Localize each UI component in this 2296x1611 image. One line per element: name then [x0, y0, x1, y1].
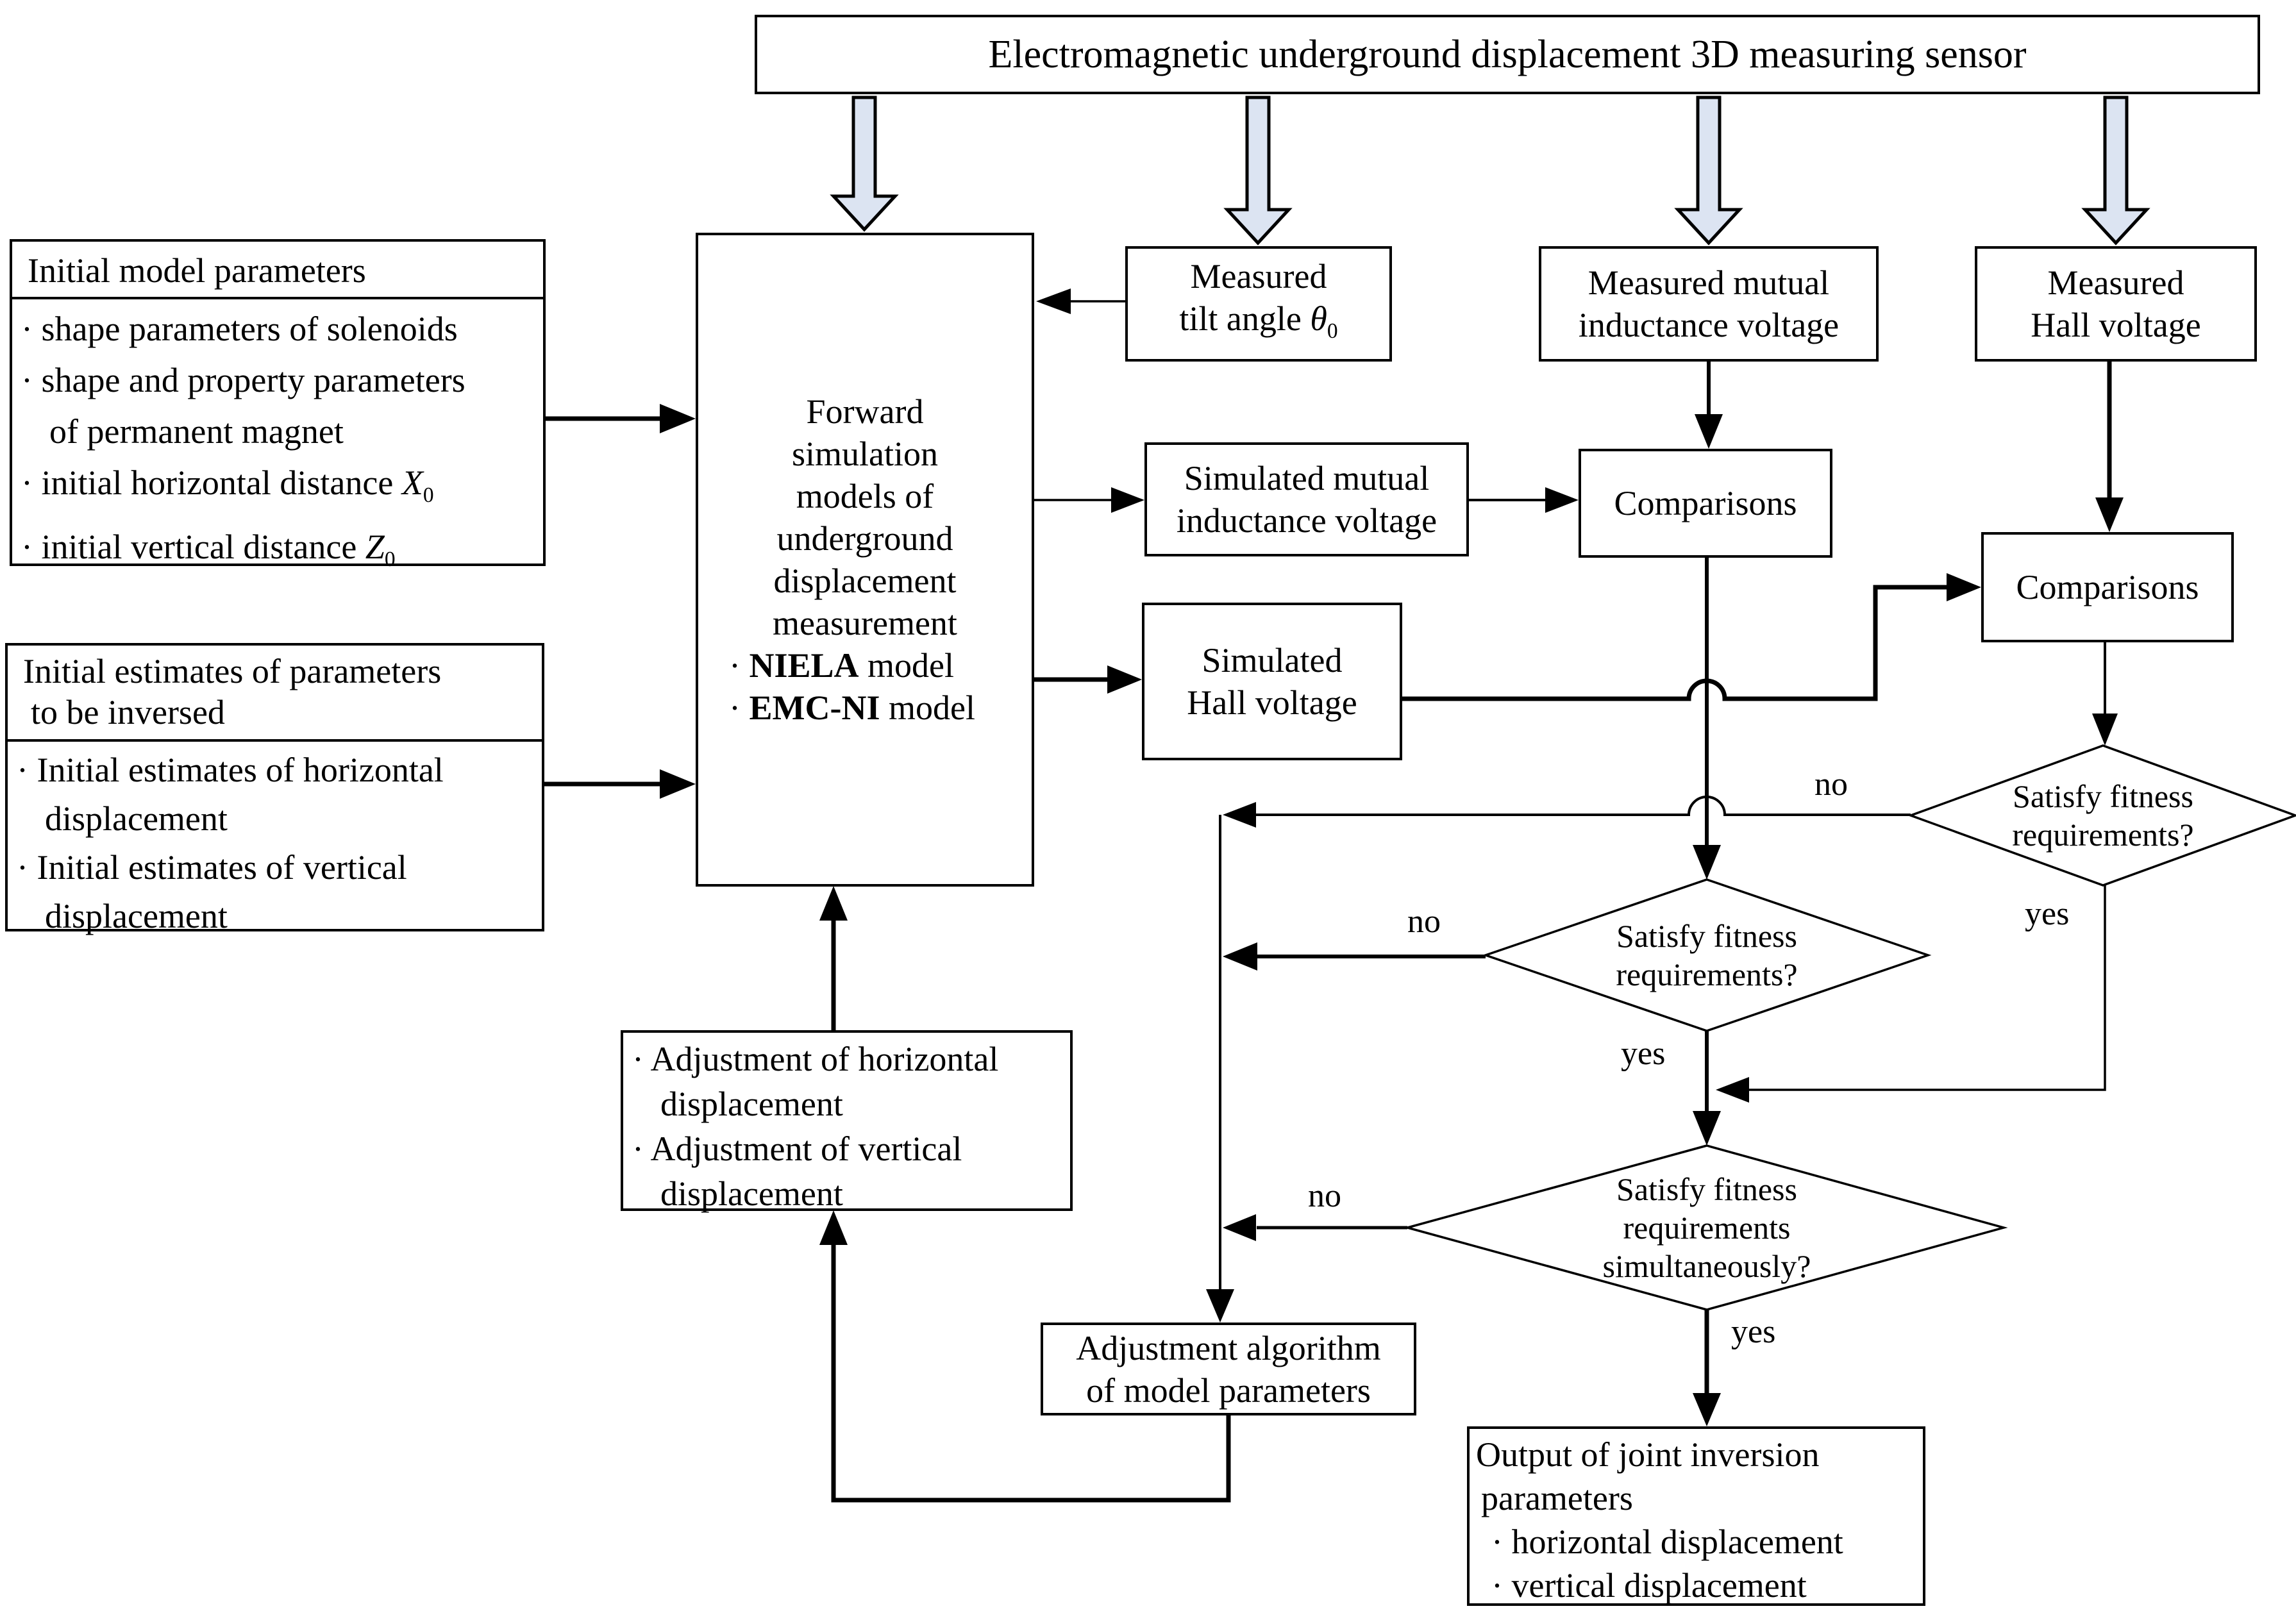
block-arrow-to-measured-hall: [2081, 96, 2150, 246]
model-list-item: · NIELA model: [729, 646, 955, 685]
list-item: · vertical displacement: [1491, 1566, 1807, 1605]
label-no-middle: no: [1407, 903, 1441, 940]
simulated-hall-box: Simulated Hall voltage: [1142, 603, 1402, 760]
list-item: · horizontal displacement: [1491, 1523, 1843, 1561]
comparisons-box-hall: Comparisons: [1981, 532, 2234, 642]
label-no-bottom: no: [1308, 1178, 1341, 1214]
label-yes-right: yes: [2025, 896, 2070, 932]
list-item-continuation: displacement: [660, 1174, 843, 1213]
banner-flow-arrows: [830, 96, 2150, 246]
measured-tilt-box: Measured tilt angle θ0: [1125, 246, 1392, 362]
connectors: [544, 300, 2112, 1503]
list-item: · Adjustment of horizontal: [632, 1040, 999, 1078]
initial-estimates-title: Initial estimates of parameters to be in…: [8, 646, 542, 742]
initial-model-parameters-box: Initial model parameters · shape paramet…: [10, 239, 546, 571]
output-box: Output of joint inversion parameters · h…: [1467, 1426, 1925, 1606]
decision-diamonds: [1403, 744, 2296, 1311]
block-arrow-to-measured-mutual: [1674, 96, 1743, 246]
label-yes-bottom: yes: [1731, 1314, 1776, 1350]
block-arrow-to-forward-model: [830, 96, 899, 232]
list-item: · Initial estimates of horizontal: [17, 751, 444, 789]
list-item: · Adjustment of vertical: [632, 1130, 962, 1168]
list-item: · initial vertical distance Z0: [21, 527, 396, 571]
decision-bottom-text: Satisfy fitness requirements simultaneou…: [1602, 1171, 1811, 1284]
decision-diamond-bottom-shape: [1403, 1144, 2008, 1311]
list-item: · shape parameters of solenoids: [21, 310, 458, 348]
label-yes-middle: yes: [1621, 1035, 1666, 1072]
list-item-continuation: displacement: [660, 1085, 843, 1123]
list-item: · initial horizontal distance X0: [21, 463, 434, 507]
list-item: · Initial estimates of vertical: [17, 848, 407, 887]
measured-hall-box: Measured Hall voltage: [1975, 246, 2257, 362]
adjustment-algorithm-box: Adjustment algorithm of model parameters: [1041, 1323, 1416, 1415]
simulated-mutual-box: Simulated mutual inductance voltage: [1144, 442, 1469, 556]
label-no-right: no: [1814, 766, 1848, 803]
list-item: · shape and property parameters: [21, 361, 465, 399]
decision-diamond-right-shape: [1907, 744, 2296, 887]
initial-estimates-box: Initial estimates of parameters to be in…: [5, 643, 544, 935]
decision-diamond-middle-shape: [1482, 878, 1932, 1032]
initial-estimates-list: · Initial estimates of horizontal displa…: [8, 742, 542, 940]
model-list-item: · EMC-NI model: [729, 689, 975, 727]
arrowheads: [660, 288, 2124, 1426]
adjustment-displacement-box: · Adjustment of horizontal displacement …: [621, 1030, 1073, 1213]
block-arrow-to-measured-tilt: [1223, 96, 1293, 246]
banner-box: Electromagnetic underground displacement…: [755, 15, 2260, 94]
decision-middle-text: Satisfy fitness requirements?: [1616, 918, 1798, 992]
initial-model-parameters-title: Initial model parameters: [12, 242, 543, 299]
decision-right-text: Satisfy fitness requirements?: [2012, 778, 2194, 853]
measured-mutual-box: Measured mutual inductance voltage: [1539, 246, 1879, 362]
banner-title: Electromagnetic underground displacement…: [988, 32, 2027, 76]
list-item-continuation: displacement: [45, 799, 228, 838]
comparisons-box-mutual: Comparisons: [1579, 449, 1832, 558]
forward-model-box: Forward simulation models of underground…: [696, 233, 1034, 887]
initial-model-parameters-list: · shape parameters of solenoids · shape …: [12, 299, 543, 585]
list-item-continuation: of permanent magnet: [49, 412, 344, 451]
list-item-continuation: displacement: [45, 897, 228, 935]
